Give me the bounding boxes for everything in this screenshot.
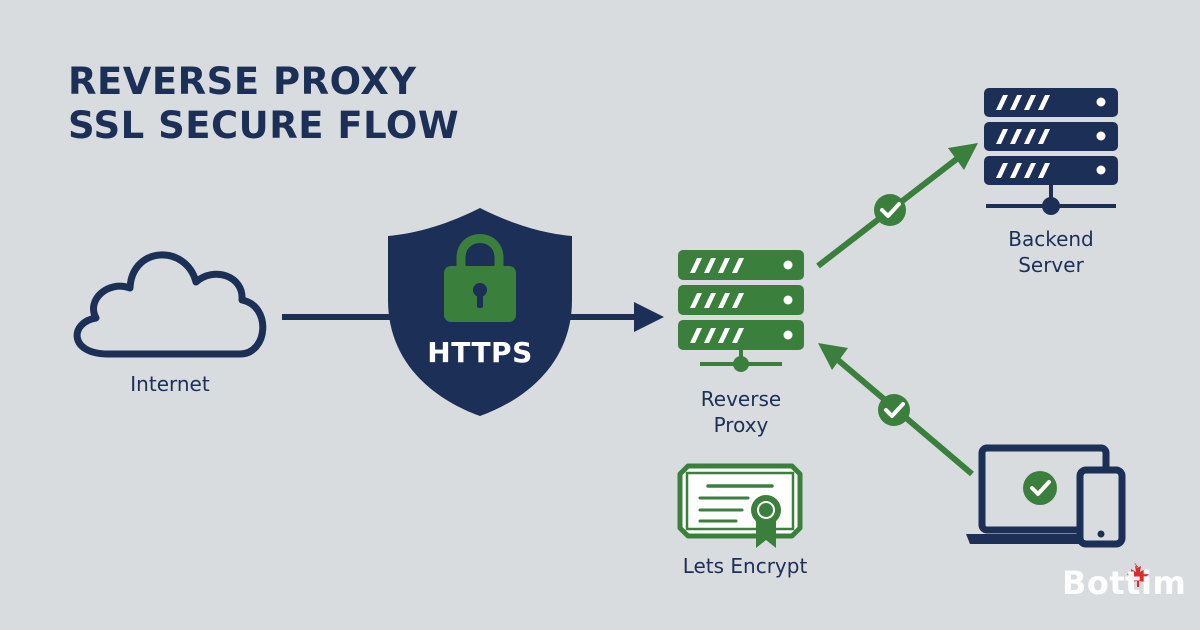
cloud-icon (73, 251, 267, 358)
laptop-phone-icon (966, 444, 1126, 548)
backend-label-line-2: Server (1018, 253, 1084, 277)
title-line-2: SSL SECURE FLOW (68, 104, 460, 147)
certificate-label: Lets Encrypt (682, 554, 808, 578)
certificate-icon (677, 463, 803, 548)
connection-proxy-to-backend (816, 143, 978, 269)
backend-label: Backend Server (980, 226, 1122, 278)
connection-device-to-proxy (818, 343, 974, 477)
internet-label: Internet (130, 372, 210, 396)
diagram-title: REVERSE PROXY SSL SECURE FLOW (68, 60, 459, 148)
proxy-label: Reverse Proxy (670, 386, 812, 438)
proxy-label-line-1: Reverse (700, 387, 782, 411)
backend-server-icon (984, 88, 1118, 215)
proxy-label-line-2: Proxy (713, 413, 769, 437)
https-label: HTTPS (427, 336, 533, 369)
connection-internet-to-proxy (282, 302, 664, 332)
maple-leaf-icon (1127, 562, 1149, 587)
watermark-logo: Bottim (1062, 564, 1187, 602)
title-line-1: REVERSE PROXY (68, 60, 417, 103)
shield-lock-icon (388, 208, 572, 416)
backend-label-line-1: Backend (1008, 227, 1094, 251)
proxy-server-icon (678, 250, 804, 372)
